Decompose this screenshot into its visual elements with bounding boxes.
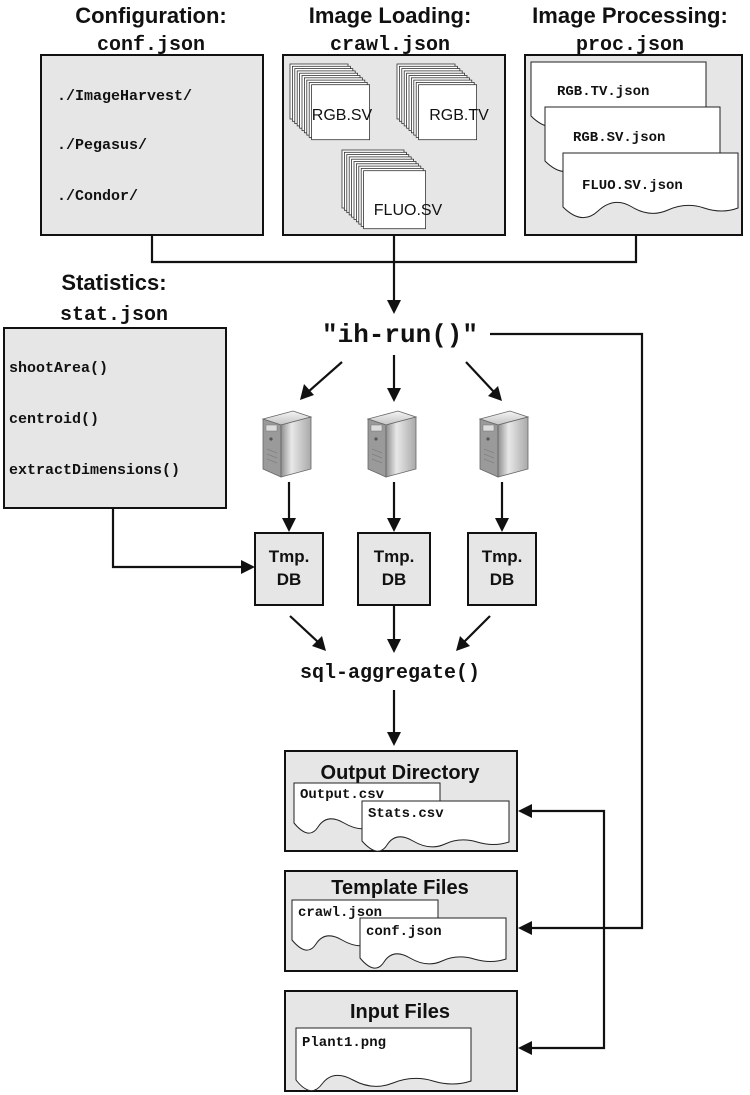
server-1-to-db-arrowhead [282, 518, 296, 532]
config-path-condor: ./Condor/ [57, 188, 138, 205]
template-conf-sheet [359, 917, 507, 969]
input-files-title: Input Files [350, 1001, 450, 1023]
run-to-server-1-line [307, 361, 343, 393]
run-to-server-3-line [465, 361, 495, 393]
merge-to-run-arrowhead [387, 300, 401, 314]
template-file-crawl-json: crawl.json [298, 905, 382, 921]
input-plant-sheet [295, 1027, 472, 1091]
input-file-plant1-png: Plant1.png [302, 1035, 386, 1051]
image-loading-file: crawl.json [330, 34, 450, 57]
image-processing-title: Image Processing: [532, 3, 728, 28]
run-to-server-2-arrowhead [387, 388, 401, 402]
tmp-db-2-line2: DB [382, 570, 407, 589]
proc-doc-fluo-sv-sheet [562, 152, 739, 218]
statistics-box [3, 327, 227, 509]
statistics-title: Statistics: [61, 270, 166, 295]
image-processing-file: proc.json [576, 34, 684, 57]
stack-label-rgb-tv: RGB.TV [429, 107, 489, 124]
run-to-template-arrowhead [518, 921, 532, 935]
stats-to-db-arrowhead [241, 560, 255, 574]
output-input-link-line [530, 809, 606, 1050]
config-path-imageharvest: ./ImageHarvest/ [57, 88, 192, 105]
proc-doc-rgb-tv: RGB.TV.json [557, 84, 649, 100]
db-1-to-aggregate-arrowhead [312, 636, 326, 651]
server-3-to-db-arrowhead [495, 518, 509, 532]
output-file-output-csv: Output.csv [300, 787, 385, 803]
configuration-box [40, 54, 264, 236]
sql-aggregate-label: sql-aggregate() [300, 662, 480, 685]
server-2-to-db-arrowhead [387, 518, 401, 532]
tmp-db-2-line1: Tmp. [374, 547, 415, 566]
stats-to-db-line [111, 509, 243, 569]
tmp-db-box-1 [254, 532, 324, 606]
proc-doc-fluo-sv: FLUO.SV.json [582, 178, 683, 194]
aggregate-to-output-arrowhead [387, 732, 401, 746]
link-to-output-arrowhead [518, 804, 532, 818]
server-tower-icon [367, 410, 417, 478]
config-path-pegasus: ./Pegasus/ [57, 137, 147, 154]
template-files-title: Template Files [331, 877, 468, 899]
stat-function-centroid: centroid() [9, 411, 99, 428]
db-2-to-aggregate-arrowhead [387, 639, 401, 653]
tmp-db-3-line1: Tmp. [482, 547, 523, 566]
stat-function-shootarea: shootArea() [9, 360, 108, 377]
image-sheet [363, 170, 427, 230]
image-stack-fluo-sv [341, 149, 427, 230]
image-stack-rgb-sv [289, 63, 371, 141]
proc-doc-rgb-sv: RGB.SV.json [573, 130, 665, 146]
stats-csv-sheet [361, 800, 510, 852]
db-3-to-aggregate-line [463, 615, 491, 643]
stack-label-rgb-sv: RGB.SV [312, 107, 373, 124]
server-tower-icon [479, 410, 529, 478]
template-file-conf-json: conf.json [366, 924, 442, 940]
tmp-db-box-3 [467, 532, 537, 606]
tmp-db-3-line2: DB [490, 570, 515, 589]
ih-run-label: "ih-run()" [322, 320, 478, 350]
output-file-stats-csv: Stats.csv [368, 806, 444, 822]
run-to-server-1-arrowhead [300, 384, 314, 400]
image-sheet [418, 84, 478, 141]
db-3-to-aggregate-arrowhead [456, 636, 470, 651]
statistics-file: stat.json [60, 304, 168, 327]
stack-label-fluo-sv: FLUO.SV [374, 202, 443, 219]
image-loading-title: Image Loading: [309, 3, 472, 28]
link-to-input-arrowhead [518, 1041, 532, 1055]
tmp-db-1-line1: Tmp. [269, 547, 310, 566]
tmp-db-box-2 [357, 532, 431, 606]
configuration-file: conf.json [97, 34, 205, 57]
tmp-db-1-line2: DB [277, 570, 302, 589]
server-tower-icon [262, 410, 312, 478]
db-1-to-aggregate-line [289, 615, 319, 643]
run-to-server-3-arrowhead [488, 386, 502, 401]
output-directory-title: Output Directory [321, 762, 481, 784]
configuration-title: Configuration: [75, 3, 227, 28]
run-to-template-line [490, 332, 644, 930]
stat-function-extract-dimensions: extractDimensions() [9, 462, 180, 479]
image-sheet [311, 84, 371, 141]
image-stack-rgb-tv [396, 63, 478, 141]
